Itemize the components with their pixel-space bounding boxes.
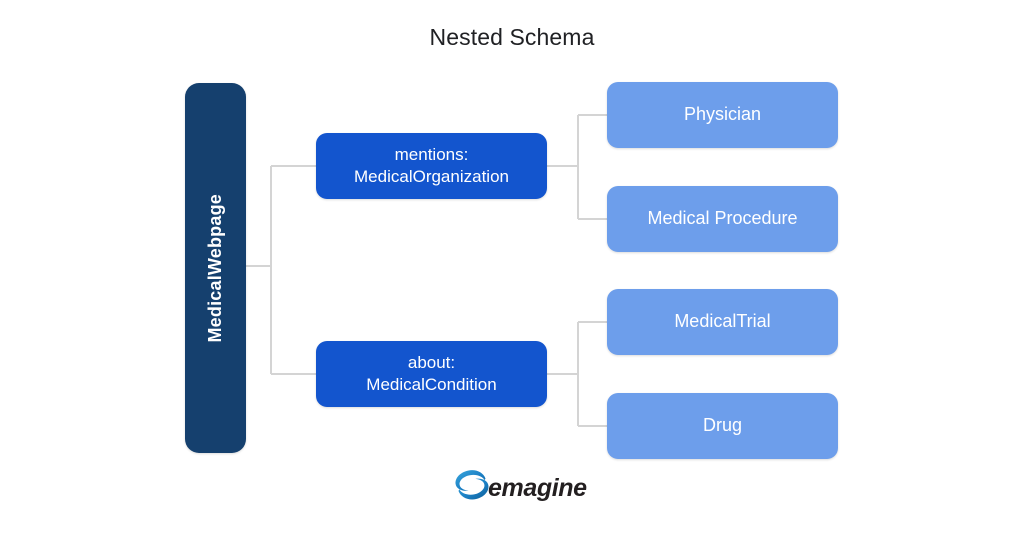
node-leaf-1-label: Physician — [683, 104, 762, 125]
node-leaf-physician[interactable]: Physician — [607, 82, 838, 148]
node-about-medicalcondition[interactable]: about: MedicalCondition — [316, 341, 547, 407]
node-root-label: MedicalWebpage — [204, 193, 225, 343]
logo-wordmark: emagine — [488, 473, 587, 502]
node-root-medicalwebpage[interactable]: MedicalWebpage — [185, 83, 246, 453]
node-mid-2-label-line2: MedicalCondition — [366, 375, 497, 394]
node-leaf-medicaltrial[interactable]: MedicalTrial — [607, 289, 838, 355]
emagine-swirl-icon — [455, 470, 489, 500]
emagine-logo: emagine — [452, 464, 587, 506]
node-leaf-medical-procedure[interactable]: Medical Procedure — [607, 186, 838, 252]
node-leaf-3-label: MedicalTrial — [674, 311, 771, 332]
node-leaf-4-label: Drug — [702, 415, 742, 436]
node-mid-1-label-line1: mentions: — [394, 145, 469, 165]
node-mid-2-label-line1: about: — [407, 353, 456, 373]
page-title: Nested Schema — [429, 24, 595, 50]
node-leaf-drug[interactable]: Drug — [607, 393, 838, 459]
node-mid-1-label-line2: MedicalOrganization — [354, 167, 509, 186]
node-leaf-2-label: Medical Procedure — [647, 208, 798, 229]
node-mentions-medicalorganization[interactable]: mentions: MedicalOrganization — [316, 133, 547, 199]
